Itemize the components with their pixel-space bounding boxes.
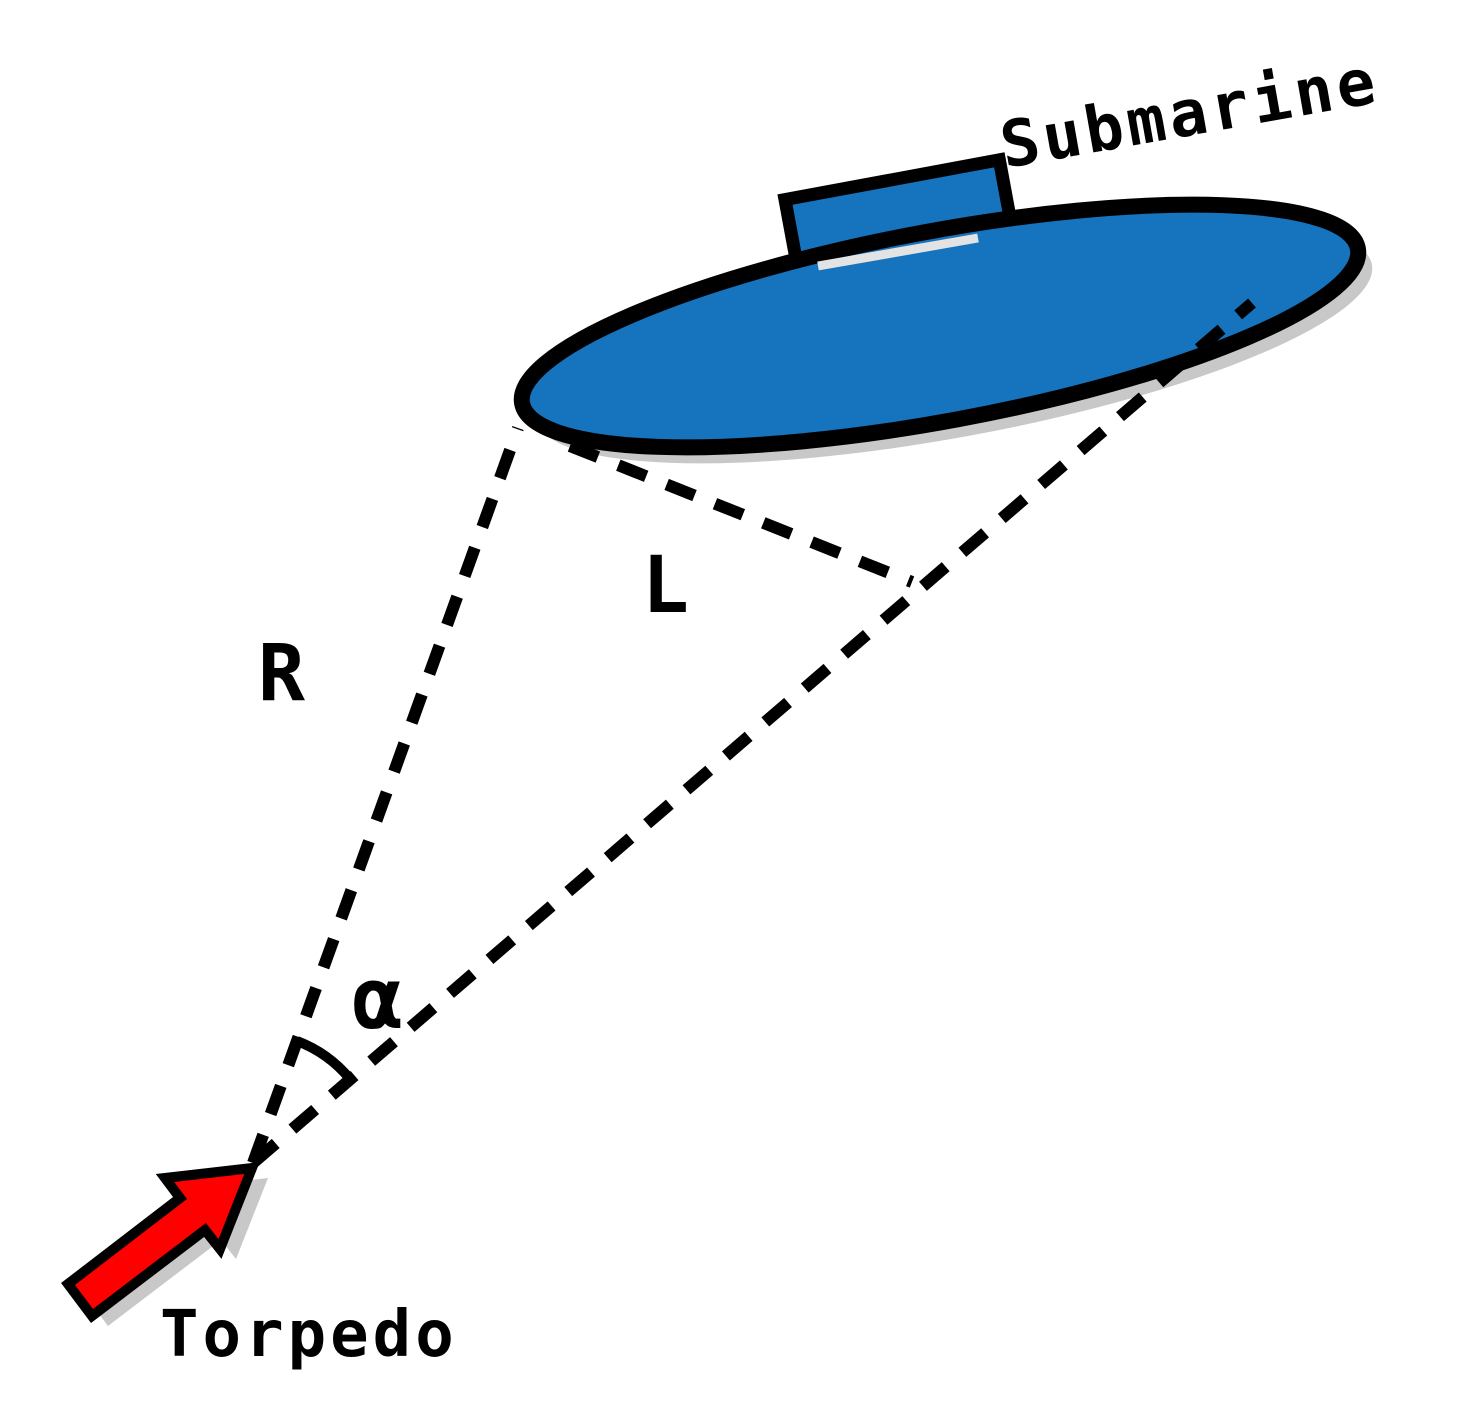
angle-arc — [295, 1036, 354, 1083]
bearing-line — [249, 298, 1256, 1168]
offset-line — [567, 440, 915, 588]
range-line — [247, 425, 524, 1166]
angle-label: α — [352, 950, 407, 1049]
torpedo-label: Torpedo — [160, 1298, 458, 1372]
submarine-label: Submarine — [995, 44, 1385, 183]
offset-label: L — [642, 541, 693, 631]
submarine-hull — [513, 196, 1367, 456]
range-label: R — [258, 629, 309, 719]
torpedo-arrow — [61, 1162, 260, 1324]
hull-highlight — [817, 233, 979, 271]
